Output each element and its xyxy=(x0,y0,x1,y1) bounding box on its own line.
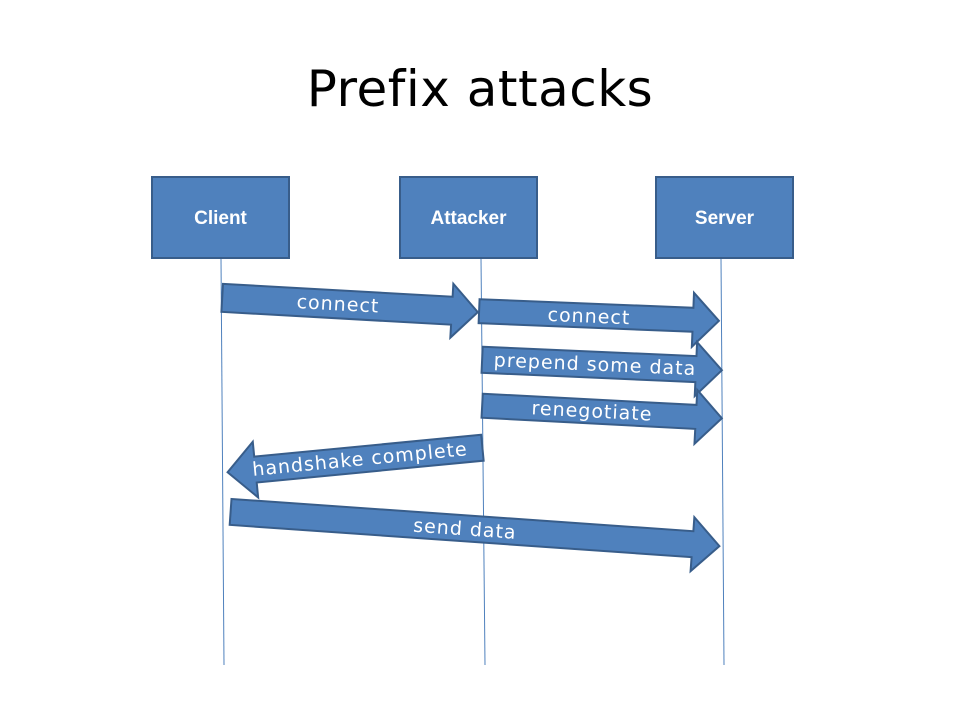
lifeline-client xyxy=(220,257,225,666)
actor-client: Client xyxy=(151,176,290,259)
message-label: connect xyxy=(547,304,631,329)
slide-title: Prefix attacks xyxy=(306,60,654,118)
actor-label: Server xyxy=(695,208,755,229)
message-prepend-some-data: prepend some data xyxy=(480,339,724,399)
actor-label: Client xyxy=(194,208,247,229)
actor-server: Server xyxy=(655,176,794,259)
actor-label: Attacker xyxy=(430,208,507,229)
message-send-data: send data xyxy=(228,497,721,574)
message-label: connect xyxy=(296,291,380,318)
actor-attacker: Attacker xyxy=(399,176,538,259)
message-connect-1: connect xyxy=(220,281,480,341)
lifeline-server xyxy=(720,257,725,666)
message-connect-2: connect xyxy=(477,290,721,350)
message-renegotiate: renegotiate xyxy=(480,387,724,447)
message-handshake-complete: handshake complete xyxy=(226,433,485,500)
message-label: handshake complete xyxy=(251,438,468,481)
